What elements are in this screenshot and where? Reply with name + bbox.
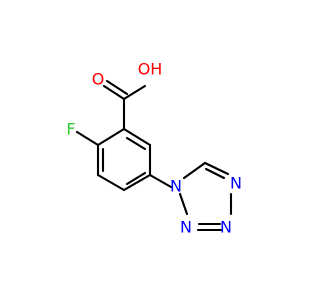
bond-c6-c1 (122, 127, 152, 147)
bond-carboxyl-carbonyl-a (102, 84, 126, 101)
atom-nitrogen-4: N (230, 174, 242, 193)
bond-tetrazole-c5-n4-a (203, 161, 230, 176)
bond-ring-to-tetrazole (148, 173, 173, 189)
bond-c4-c5 (122, 173, 152, 192)
atom-nitrogen-3: N (220, 218, 232, 237)
atom-fluorine: F (66, 120, 75, 139)
bond-carboxyl-carbonyl-b (105, 79, 129, 96)
atom-nitrogen-2: N (180, 218, 192, 237)
bond-c3-c4 (96, 173, 126, 192)
bond-inner-3 (125, 136, 147, 151)
molecule-structure: O OH F N N N N (66, 60, 242, 237)
atom-hydroxyl: OH (138, 60, 163, 79)
bond-layer (75, 79, 233, 232)
bond-c1-c2 (96, 127, 126, 147)
bond-carboxyl-hydroxyl (122, 84, 147, 101)
bond-inner-2 (125, 171, 147, 186)
atom-oxygen-carbonyl: O (92, 70, 105, 89)
bond-tetrazole-c5-n4-b (204, 167, 226, 180)
molecule-canvas: O OH F N N N N (66, 59, 242, 237)
bond-ring-to-fluorine (75, 130, 100, 147)
atom-nitrogen-1: N (170, 177, 182, 196)
bond-tetrazole-n2-n1 (178, 192, 189, 216)
atom-label-layer: O OH F N N N N (66, 60, 242, 237)
bond-tetrazole-n1-c5 (182, 161, 207, 180)
